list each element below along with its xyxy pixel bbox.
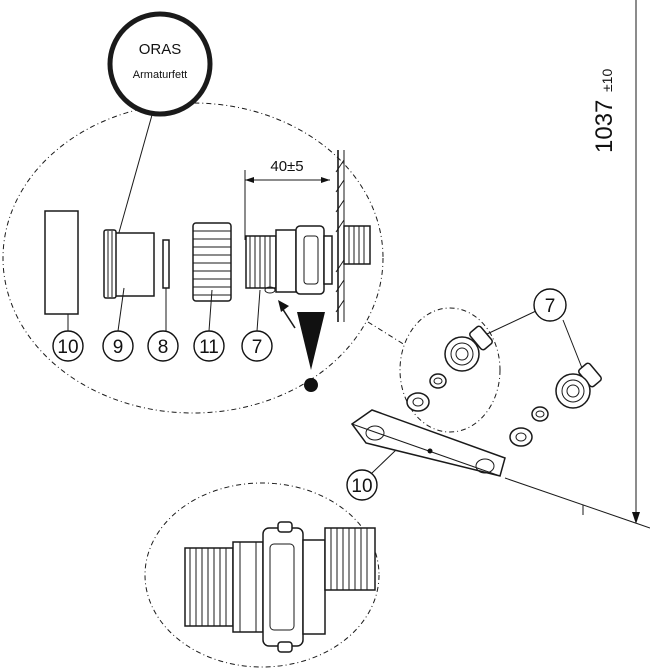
svg-text:8: 8 <box>158 337 169 358</box>
svg-text:7: 7 <box>545 296 556 317</box>
part-11-nut <box>192 222 232 302</box>
part-9-sleeve <box>103 229 155 299</box>
push-arrow <box>278 300 296 329</box>
bottom-fitting-detail <box>184 521 376 653</box>
detail-ellipse-main <box>2 102 384 414</box>
offset-dimension-value: 40±5 <box>270 158 303 175</box>
mounting-bracket <box>350 409 506 477</box>
offset-dimension: 40±5 <box>244 158 330 240</box>
wall <box>335 150 345 322</box>
height-dimension-tolerance: ±10 <box>599 69 615 92</box>
grease-badge: ORAS Armaturfett <box>107 11 213 117</box>
badge-product: Armaturfett <box>133 69 187 81</box>
callout-11: 11 <box>193 289 225 362</box>
part-10-cover <box>44 210 79 315</box>
right-fitting-left <box>406 325 493 412</box>
badge-brand: ORAS <box>139 41 182 58</box>
callout-10: 10 <box>52 314 84 362</box>
svg-text:7: 7 <box>252 337 263 358</box>
callout-7-right: 7 <box>486 288 583 369</box>
wall-edge <box>504 477 650 529</box>
svg-text:11: 11 <box>199 337 219 358</box>
height-dimension: 1037 ±10 <box>591 0 640 524</box>
svg-text:10: 10 <box>351 476 372 497</box>
detail-ellipse-right <box>399 307 501 433</box>
callout-9: 9 <box>102 287 134 362</box>
right-fitting-right <box>509 362 602 447</box>
part-8-washer <box>162 239 170 289</box>
svg-text:9: 9 <box>113 337 124 358</box>
callout-10-right: 10 <box>346 449 397 501</box>
part-7-connector <box>245 225 371 295</box>
callout-7: 7 <box>241 289 273 362</box>
alignment-marker <box>297 312 325 392</box>
detail-ellipse-bottom <box>144 482 380 668</box>
svg-text:10: 10 <box>57 337 78 358</box>
callout-8: 8 <box>147 288 179 362</box>
height-dimension-value: 1037 <box>591 100 618 153</box>
